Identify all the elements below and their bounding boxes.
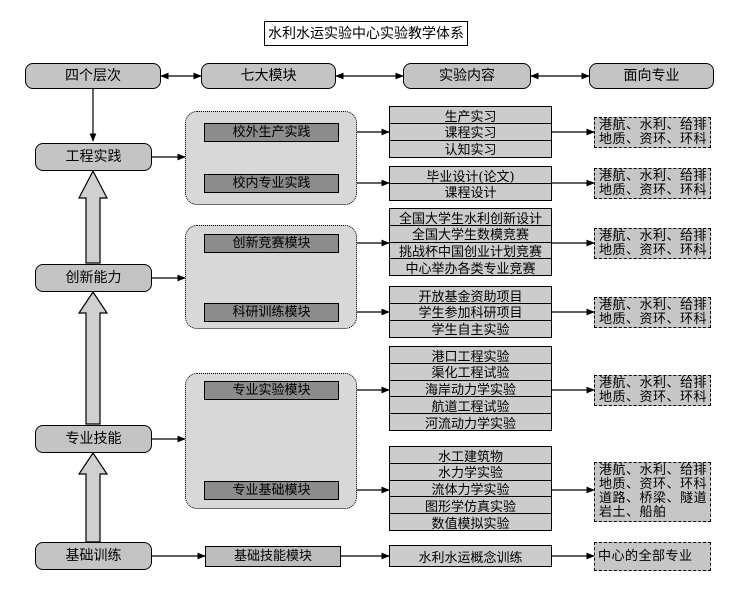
module-offcampus-production: 校外生产实践 [204,123,339,142]
module-basic-skill: 基础技能模块 [205,546,341,567]
majors-box: 港航、水利、给排 地质、资环、环科 [594,375,711,406]
majors-box: 港航、水利、给排 地质、资环、环科 [594,117,711,148]
content-stack-professional-basic: 水工建筑物 水力学实验 流体力学实验 图形学仿真实验 数值模拟实验 [389,446,552,532]
ability-engineering-practice: 工程实践 [35,143,152,171]
module-innovation-competition: 创新竞赛模块 [204,234,339,253]
ability-professional-skill: 专业技能 [35,425,152,453]
content-item: 数值模拟实验 [389,513,552,532]
module-oncampus-practice: 校内专业实践 [204,174,339,193]
content-item: 河流动力学实验 [389,413,552,432]
content-item: 课程设计 [389,182,552,201]
major-line: 港航、水利、给排 [599,297,708,313]
progression-arrow [78,169,108,264]
content-item: 毕业设计(论文) [389,166,552,185]
content-item: 全国大学生数模竞赛 [389,224,552,243]
major-line: 地质、资环、环科 [599,477,708,492]
content-item: 认知实习 [389,139,552,158]
content-item: 全国大学生水利创新设计 [389,208,552,227]
content-item: 水利水运概念训练 [389,545,552,567]
major-line: 港航、水利、给排 [599,375,708,391]
module-research-training: 科研训练模块 [204,303,339,322]
content-item: 航道工程试验 [389,396,552,415]
progression-arrow [77,451,109,543]
majors-box: 港航、水利、给排 地质、资环、环科 [594,297,711,328]
content-item: 开放基金资助项目 [389,286,552,305]
module-professional-experiment: 专业实验模块 [204,381,339,400]
content-item: 港口工程实验 [389,346,552,365]
major-line: 中心的全部专业 [598,548,693,564]
major-line: 地质、资环、环科 [599,242,708,258]
major-line: 地质、资环、环科 [599,311,708,327]
progression-arrow [77,290,109,425]
content-item: 学生自主实验 [389,319,552,338]
major-line: 港航、水利、给排 [599,463,708,478]
ability-innovation: 创新能力 [35,264,152,292]
major-line: 港航、水利、给排 [599,228,708,244]
content-item: 水工建筑物 [389,446,552,465]
major-line: 地质、资环、环科 [599,389,708,405]
content-stack-production: 生产实习 课程实习 认知实习 [389,106,552,158]
major-line: 地质、资环、环科 [599,182,708,198]
header-content: 实验内容 [403,63,531,89]
content-stack-professional-experiment: 港口工程实验 渠化工程试验 海岸动力学实验 航道工程试验 河流动力学实验 [389,346,552,432]
content-stack-oncampus: 毕业设计(论文) 课程设计 [389,166,552,201]
major-line: 道路、桥梁、隧道 [599,491,708,506]
module-professional-basic: 专业基础模块 [204,481,339,500]
content-stack-competition: 全国大学生水利创新设计 全国大学生数模竞赛 挑战杯中国创业计划竞赛 中心举办各类… [389,208,552,277]
content-item: 挑战杯中国创业计划竞赛 [389,241,552,260]
content-item: 中心举办各类专业竞赛 [389,258,552,277]
header-majors: 面向专业 [589,63,714,89]
major-line: 地质、资环、环科 [599,131,708,147]
majors-box: 中心的全部专业 [594,542,711,571]
content-item: 生产实习 [389,106,552,125]
major-line: 岩土、船舶 [599,505,667,520]
majors-box: 港航、水利、给排 地质、资环、环科 [594,168,711,199]
header-levels: 四个层次 [25,63,161,89]
content-item: 学生参加科研项目 [389,302,552,321]
content-item: 图形学仿真实验 [389,496,552,515]
content-stack-research: 开放基金资助项目 学生参加科研项目 学生自主实验 [389,286,552,338]
majors-box: 港航、水利、给排 地质、资环、环科 道路、桥梁、隧道 岩土、船舶 [594,462,711,522]
content-item: 水力学实验 [389,462,552,481]
content-item: 流体力学实验 [389,479,552,498]
major-line: 港航、水利、给排 [599,168,708,184]
content-item: 海岸动力学实验 [389,379,552,398]
content-stack-basic-skill: 水利水运概念训练 [389,545,552,567]
diagram-title: 水利水运实验中心实验教学体系 [264,21,468,46]
ability-basic-training: 基础训练 [35,542,152,570]
majors-box: 港航、水利、给排 地质、资环、环科 [594,228,711,259]
content-item: 课程实习 [389,122,552,141]
major-line: 港航、水利、给排 [599,117,708,133]
content-item: 渠化工程试验 [389,362,552,381]
header-modules: 七大模块 [201,63,336,89]
